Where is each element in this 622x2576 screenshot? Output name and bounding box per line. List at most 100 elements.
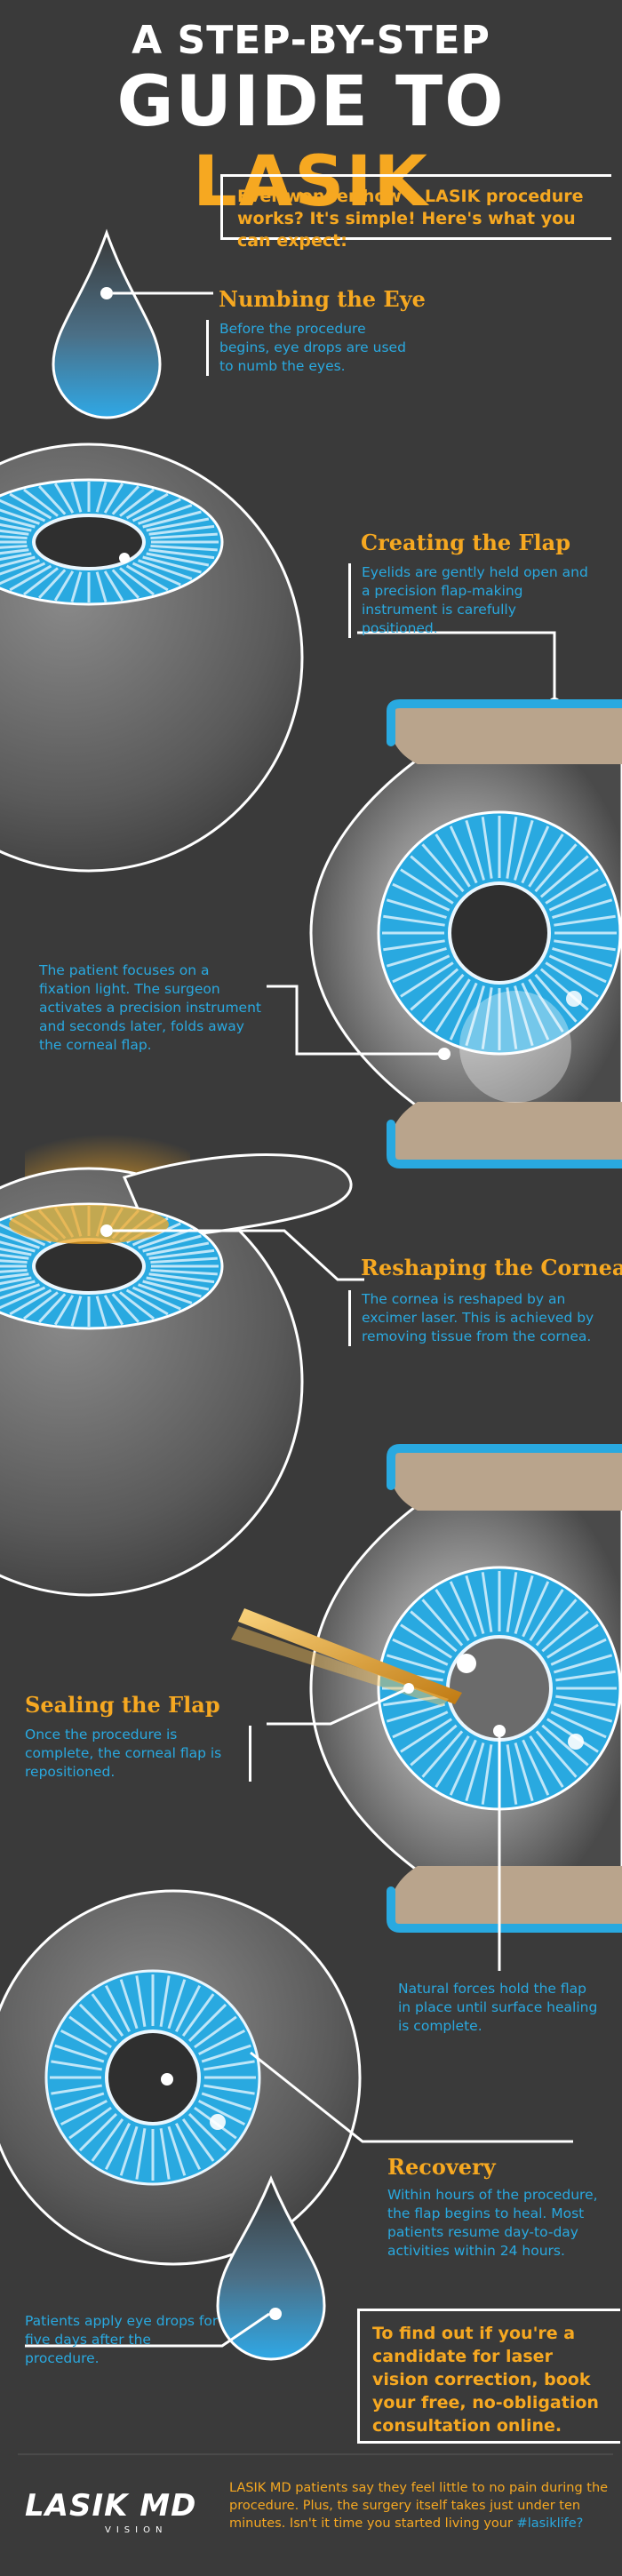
iris-ray (400, 1623, 452, 1659)
iris-ray (400, 868, 454, 905)
iris-ray (70, 482, 83, 513)
iris-ray (481, 1572, 493, 1632)
iris-ray (60, 2030, 108, 2056)
iris-ray (400, 961, 454, 998)
iris-ray (38, 569, 67, 599)
surgical-instrument-icon (231, 1608, 462, 1706)
iris-ray (449, 1739, 477, 1796)
iris-ray (103, 570, 124, 602)
iris-ray (138, 1283, 193, 1304)
iris-ray (9, 564, 52, 592)
iris-ray (146, 517, 210, 532)
iris-ray (552, 947, 613, 968)
iris-ray (0, 1283, 40, 1300)
iris-ray (203, 2084, 255, 2095)
iris-ray (421, 1730, 464, 1778)
iris-ray (51, 2060, 102, 2071)
iris-ray (545, 868, 599, 905)
iris-ray (119, 1979, 139, 2030)
iris-ray (187, 2003, 227, 2043)
iris-ray (383, 914, 445, 927)
iris-ray (159, 1975, 171, 2027)
iris-ray (386, 898, 447, 919)
iris-ray (148, 1248, 215, 1260)
iris-ray (465, 1742, 485, 1802)
iris-ray (553, 1654, 613, 1674)
iris-ray (421, 843, 465, 893)
iris-ray (146, 1241, 210, 1256)
iris-ray (410, 1610, 458, 1653)
iris-ray (38, 485, 67, 515)
iris-ray (142, 510, 202, 529)
iris-ray (201, 2044, 251, 2063)
iris-ray (435, 1735, 470, 1788)
iris-ray (465, 819, 485, 881)
iris-ray (481, 1744, 493, 1805)
iris-ray (78, 2112, 118, 2152)
iris-ray (78, 2003, 118, 2043)
iris-ray (150, 532, 218, 540)
footer-hashtag[interactable]: #lasiklife? (516, 2516, 584, 2531)
iris-ray (449, 982, 478, 1041)
step-note-recovery: Patients apply eye drops for five days a… (25, 2313, 219, 2366)
iris-ray (514, 1742, 534, 1802)
eyelid-speculum-icon (309, 1444, 622, 1933)
iris-ray (534, 843, 578, 893)
iris-ray (528, 833, 564, 888)
iris-ray (392, 1638, 449, 1666)
iris-ray (435, 833, 471, 888)
step-body-numbing: Before the procedure begins, eye drops a… (206, 320, 415, 376)
iris-ray (0, 522, 32, 532)
footer-text: LASIK MD patients say they feel little t… (229, 2479, 611, 2532)
iris-ray (0, 559, 40, 576)
iris-ray (550, 1638, 607, 1666)
iris-ray (506, 817, 518, 879)
iris-ray (148, 524, 215, 536)
iris-ray (68, 2106, 112, 2140)
iris-ray (435, 978, 471, 1033)
iris-ray (54, 2092, 105, 2111)
iris-ray (548, 882, 607, 912)
cta-box[interactable]: To find out if you're a candidate for la… (357, 2309, 620, 2444)
header-line2: GUIDE TO LASIK (0, 62, 622, 222)
iris-ray (174, 1984, 201, 2033)
iris-ray (111, 1293, 140, 1323)
step-body-reshaping: The cornea is reshaped by an excimer las… (348, 1290, 598, 1346)
iris-ray (142, 555, 202, 574)
iris-ray (0, 1272, 29, 1280)
iris-ray (421, 973, 465, 1023)
iris-ray (132, 562, 181, 586)
iris-ray (0, 1286, 46, 1310)
iris-ray (146, 552, 210, 567)
step-title-reshaping: Reshaping the Cornea (361, 1255, 622, 1280)
step-title-flap: Creating the Flap (361, 530, 571, 555)
iris-ray (174, 2122, 201, 2171)
iris-ray (0, 552, 32, 562)
iris-ray (555, 1695, 616, 1707)
iris-ray (9, 492, 52, 520)
iris-ray (38, 1293, 67, 1323)
iris-ray (167, 1979, 187, 2030)
iris-ray (481, 817, 493, 879)
iris-ray (125, 492, 169, 520)
callout-line (357, 631, 556, 704)
iris-ray (514, 1575, 534, 1635)
iris-ray (23, 1291, 59, 1320)
iris-ray (53, 570, 75, 602)
iris-ray (70, 571, 83, 602)
eye-drop-icon (52, 228, 162, 419)
step-note-flap: The patient focuses on a fixation light.… (39, 962, 261, 1053)
iris-ray (528, 978, 564, 1033)
iris-ray (514, 819, 534, 881)
iris-ray (539, 855, 589, 898)
iris-ray (0, 1268, 28, 1273)
iris-ray (421, 1599, 464, 1647)
iris-ray (554, 914, 616, 927)
step-title-numbing: Numbing the Eye (219, 286, 426, 312)
iris-ray (194, 2015, 237, 2049)
callout-line (267, 1687, 410, 1726)
eye-icon (0, 1153, 353, 1597)
eyelid-speculum-icon (309, 699, 622, 1168)
iris-ray (392, 882, 451, 912)
